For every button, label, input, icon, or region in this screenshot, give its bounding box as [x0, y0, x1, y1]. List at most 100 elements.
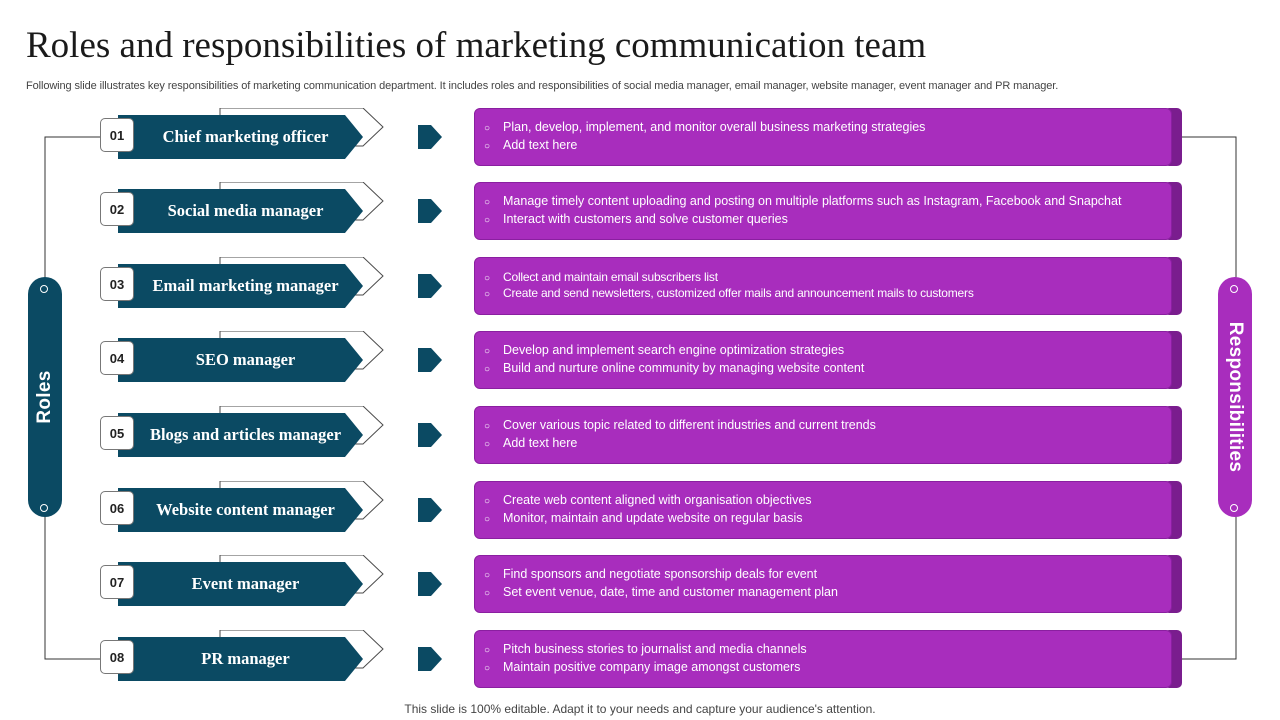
responsibility-box: ○ Create web content aligned with organis… [474, 481, 1172, 539]
arrow-icon [418, 274, 442, 298]
responsibility-text: Maintain positive company image amongst … [503, 660, 801, 674]
role-number: 08 [100, 640, 134, 674]
role-title: Chief marketing officer [162, 127, 329, 146]
responsibility-box: ○ Find sponsors and negotiate sponsorship… [474, 555, 1172, 613]
role-number: 03 [100, 267, 134, 301]
responsibility-text: Monitor, maintain and update website on … [503, 511, 803, 525]
responsibility-item: ○ Pitch business stories to journalist an… [484, 641, 1159, 659]
role-number: 05 [100, 416, 134, 450]
responsibilities-pill: Responsibilities [1218, 277, 1252, 517]
responsibility-text: Pitch business stories to journalist and… [503, 642, 807, 656]
bullet-circle-icon: ○ [484, 645, 491, 656]
responsibility-item: ○ Interact with customers and solve custo… [484, 211, 1159, 229]
responsibility-box: ○ Plan, develop, implement, and monitor o… [474, 108, 1172, 166]
role-row: 01 Chief marketing officer ○ Plan, develop,… [0, 108, 1280, 168]
role-title: Email marketing manager [152, 276, 339, 295]
role-row: 07 Event manager ○ Find sponsors and negoti… [0, 555, 1280, 615]
role-row: 08 PR manager ○ Pitch business stories to j… [0, 630, 1280, 690]
responsibility-text: Develop and implement search engine opti… [503, 343, 845, 357]
responsibility-text: Find sponsors and negotiate sponsorship … [503, 567, 818, 581]
role-number: 04 [100, 341, 134, 375]
bullet-circle-icon: ○ [484, 514, 491, 525]
responsibility-item: ○ Create web content aligned with organis… [484, 492, 1159, 510]
responsibility-item: ○ Develop and implement search engine opt… [484, 342, 1159, 360]
arrow-icon [418, 423, 442, 447]
responsibility-text: Set event venue, date, time and customer… [503, 585, 838, 599]
responsibility-box: ○ Develop and implement search engine opt… [474, 331, 1172, 389]
role-number: 07 [100, 565, 134, 599]
role-banner [118, 115, 363, 159]
arrow-icon [418, 647, 442, 671]
responsibility-item: ○ Create and send newsletters, customized… [484, 286, 1159, 303]
role-banner-shape [118, 108, 1182, 166]
ring-icon [1230, 285, 1238, 293]
ring-icon [1230, 504, 1238, 512]
role-banner [118, 338, 363, 382]
responsibility-item: ○ Plan, develop, implement, and monitor o… [484, 119, 1159, 137]
role-number: 01 [100, 118, 134, 152]
bullet-circle-icon: ○ [484, 215, 491, 226]
responsibility-box: ○ Cover various topic related to differen… [474, 406, 1172, 464]
ring-icon [40, 504, 48, 512]
role-title: PR manager [201, 649, 290, 668]
role-number: 02 [100, 192, 134, 226]
role-banner-shape [118, 555, 1182, 613]
bullet-circle-icon: ○ [484, 346, 491, 357]
responsibility-item: ○ Monitor, maintain and update website on… [484, 510, 1159, 528]
role-row: 05 Blogs and articles manager ○ Cover vario… [0, 406, 1280, 466]
responsibility-text: Interact with customers and solve custom… [503, 212, 788, 226]
responsibility-text: Add text here [503, 138, 578, 152]
role-title: Website content manager [156, 500, 335, 519]
responsibility-text: Add text here [503, 436, 578, 450]
arrow-icon [418, 498, 442, 522]
roles-pill: Roles [28, 277, 62, 517]
responsibility-item: ○ Build and nurture online community by m… [484, 360, 1159, 378]
responsibility-box: ○ Collect and maintain email subscribers … [474, 257, 1172, 315]
responsibility-text: Create and send newsletters, customized … [503, 286, 974, 300]
bullet-circle-icon: ○ [484, 272, 490, 284]
responsibility-box: ○ Pitch business stories to journalist an… [474, 630, 1172, 688]
responsibility-item: ○Cover various topic related to differen… [484, 417, 1159, 435]
responsibility-item: ○ Set event venue, date, time and custome… [484, 584, 1159, 602]
responsibility-text: Cover various topic related to different… [503, 418, 876, 432]
ring-icon [40, 285, 48, 293]
responsibility-item: ○ Maintain positive company image amongst… [484, 659, 1159, 677]
responsibility-text: Collect and maintain email subscribers l… [503, 269, 718, 284]
role-banner [118, 637, 363, 681]
bullet-circle-icon: ○ [484, 364, 491, 375]
responsibility-text: Build and nurture online community by ma… [503, 361, 865, 375]
arrow-icon [418, 348, 442, 372]
role-banner [118, 264, 363, 308]
role-banner [118, 189, 363, 233]
bullet-circle-icon: ○ [484, 496, 491, 507]
role-banner [118, 413, 363, 457]
bullet-circle-icon: ○ [484, 439, 491, 450]
responsibility-box: ○Manage timely content uploading and pos… [474, 182, 1172, 240]
role-banner [118, 562, 363, 606]
arrow-icon [418, 125, 442, 149]
bullet-circle-icon: ○ [484, 663, 491, 674]
bullet-circle-icon: ○ [484, 588, 491, 599]
responsibility-item: ○ Collect and maintain email subscribers … [484, 270, 1159, 287]
bullet-circle-icon: ○ [484, 123, 491, 134]
responsibility-item: ○ Find sponsors and negotiate sponsorship… [484, 566, 1159, 584]
role-banner-shape [118, 406, 1182, 464]
slide-title: Roles and responsibilities of marketing … [26, 25, 927, 66]
bullet-circle-icon: ○ [484, 141, 491, 152]
bullet-circle-icon: ○ [484, 570, 491, 581]
role-title: Blogs and articles manager [149, 425, 342, 444]
role-title: Event manager [191, 574, 300, 593]
slide-subtitle: Following slide illustrates key responsi… [26, 80, 1059, 92]
responsibility-item: ○Manage timely content uploading and pos… [484, 193, 1159, 211]
responsibility-text: Create web content aligned with organisa… [503, 493, 812, 507]
role-row: 06 Website content manager ○ Create web con… [0, 481, 1280, 541]
role-banner [118, 488, 363, 532]
responsibility-item: ○ Add text here [484, 435, 1159, 453]
arrow-icon [418, 199, 442, 223]
role-number: 06 [100, 491, 134, 525]
bullet-circle-icon: ○ [484, 289, 490, 300]
role-row: 03 Email marketing manager ○ Collect and ma… [0, 257, 1280, 317]
responsibility-text: Plan, develop, implement, and monitor ov… [503, 120, 926, 134]
